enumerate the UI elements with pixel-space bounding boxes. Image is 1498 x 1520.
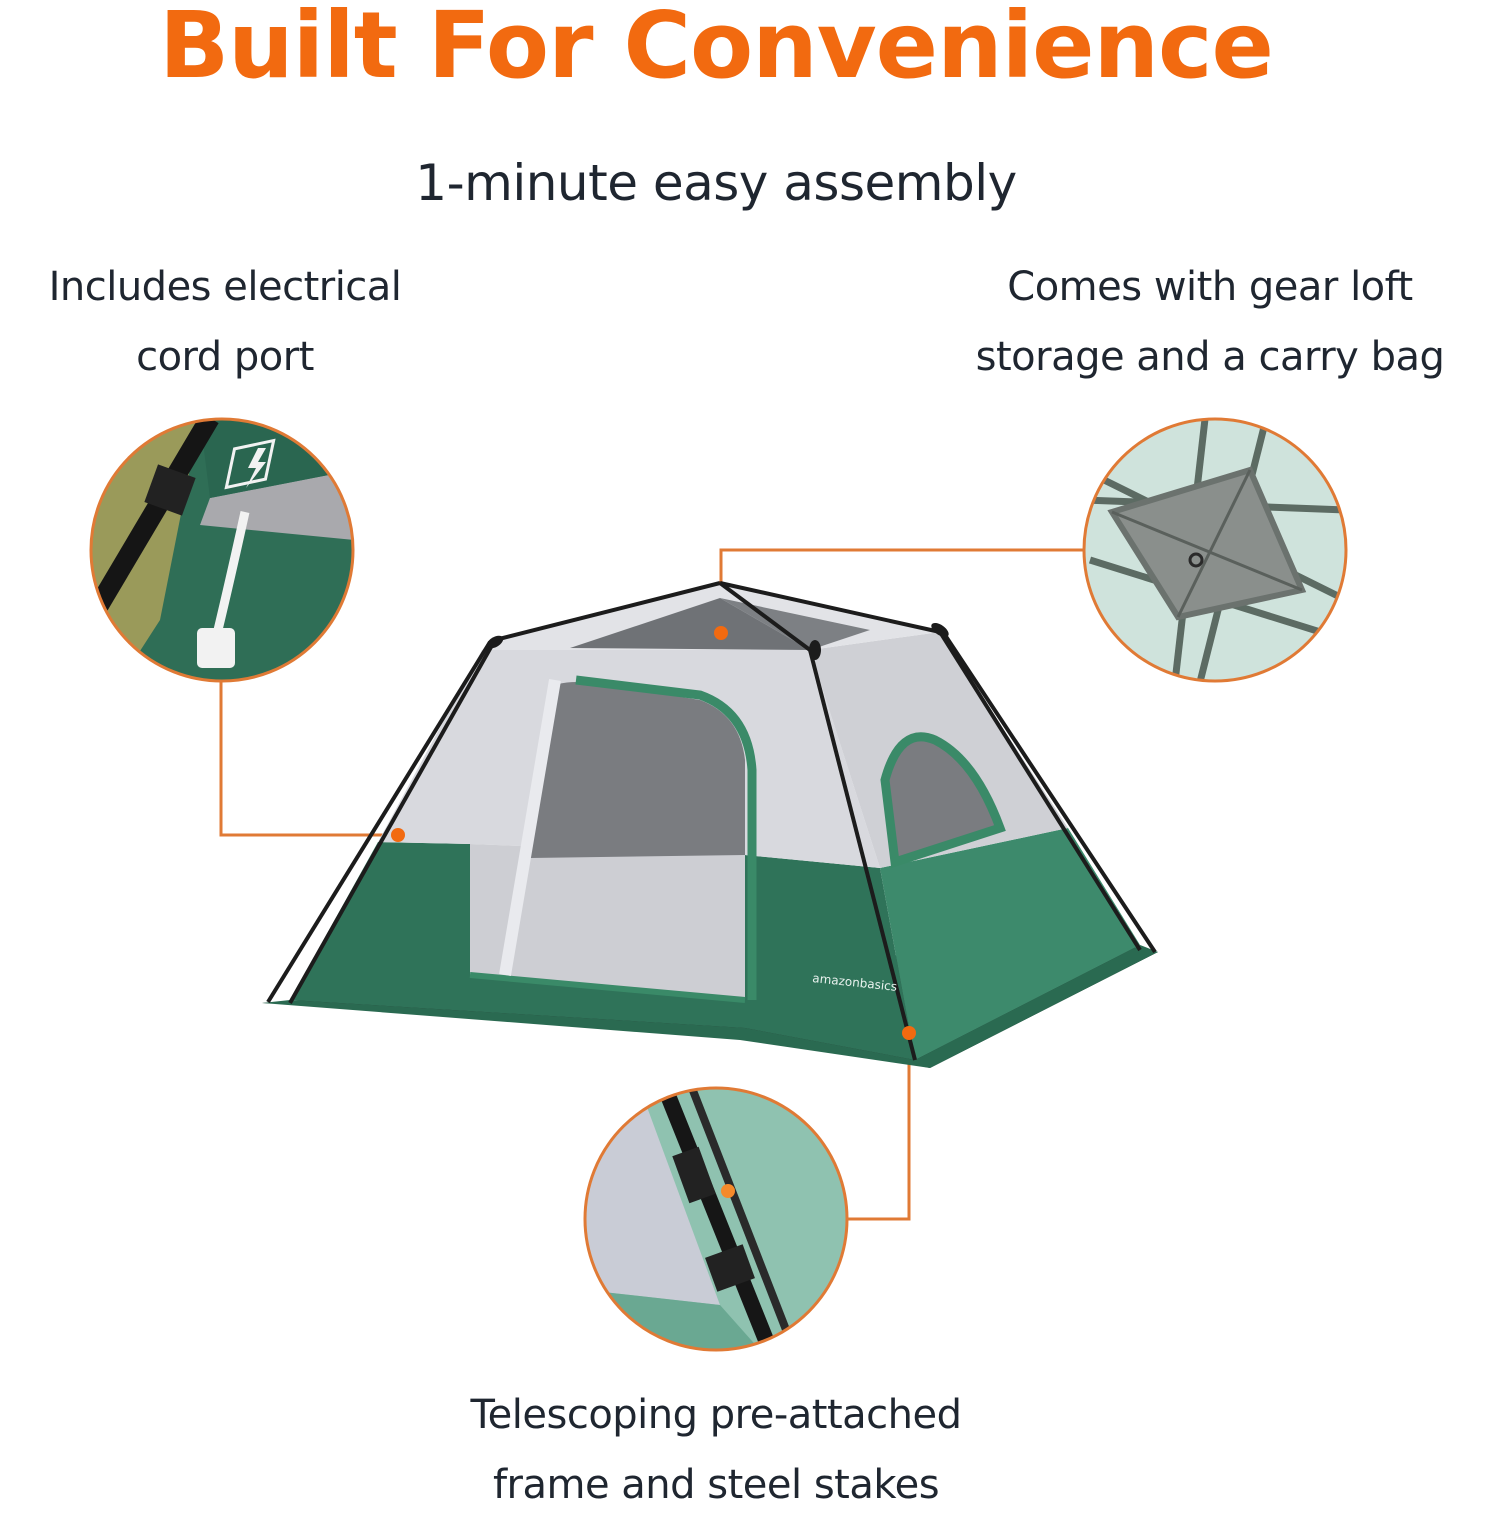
detail-circle-gear-loft <box>1082 417 1348 683</box>
lightning-badge-icon <box>224 438 276 490</box>
headline: Built For Convenience <box>159 0 1274 99</box>
feature-electrical-cord-port: Includes electrical cord port <box>10 252 440 392</box>
callout-dots <box>391 626 916 1040</box>
feature-text-line: storage and a carry bag <box>975 334 1445 380</box>
detail-circle-telescoping-frame <box>583 1086 849 1352</box>
feature-text-line: Comes with gear loft <box>1007 264 1413 310</box>
tent-illustration <box>262 581 1158 1068</box>
detail-circle-electrical-port <box>89 417 355 683</box>
feature-text-line: cord port <box>136 334 314 380</box>
subheadline: 1-minute easy assembly <box>415 154 1017 212</box>
feature-gear-loft: Comes with gear loft storage and a carry… <box>940 252 1480 392</box>
feature-text-line: Telescoping pre-attached <box>470 1392 962 1438</box>
lightning-bolt-icon <box>246 448 266 488</box>
feature-text-line: Includes electrical <box>48 264 402 310</box>
